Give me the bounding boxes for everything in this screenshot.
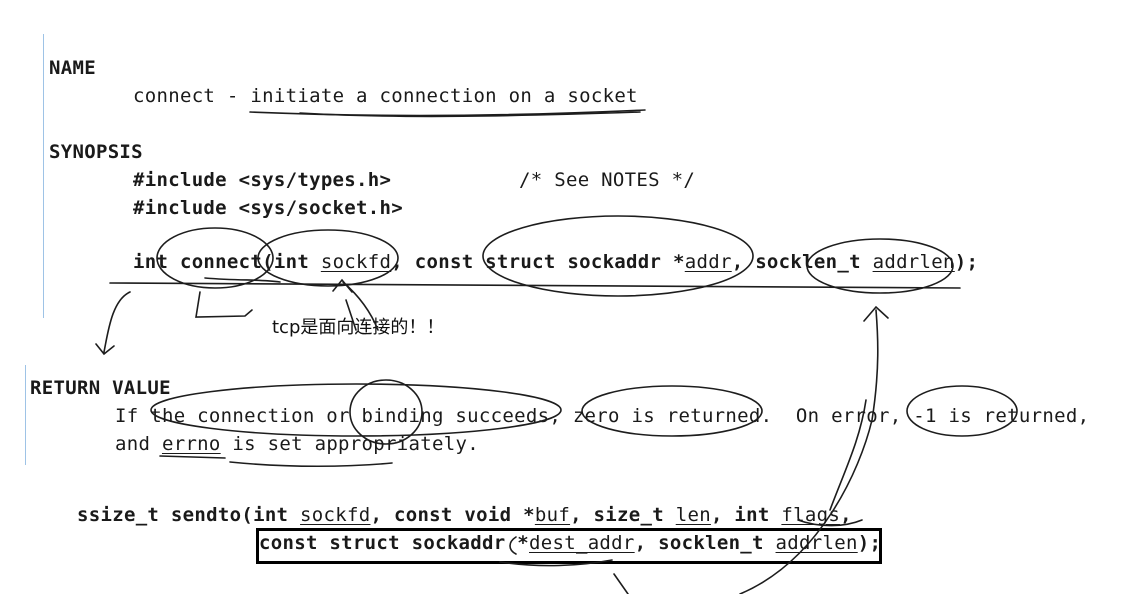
param-addrlen: addrlen — [872, 251, 955, 273]
return-value-heading: RETURN VALUE — [30, 377, 171, 399]
sendto-param-addrlen: addrlen — [775, 532, 858, 554]
arrow-left-down — [95, 291, 131, 356]
arrow-stroke-bottom — [613, 573, 629, 594]
sendto-part-5: , — [840, 504, 852, 526]
proto-part-1: int connect(int — [133, 251, 321, 273]
proto-part-2: , const struct sockaddr * — [391, 251, 685, 273]
underline-prototype-2 — [204, 277, 281, 283]
include-socket: #include <sys/socket.h> — [133, 197, 403, 219]
line2-prefix: and — [115, 433, 162, 455]
return-value-line-1: If the connection or binding succeeds, z… — [115, 405, 1090, 427]
handwritten-note-tcp: tcp是面向连接的！！ — [272, 317, 445, 338]
margin-guide-line-bottom — [25, 365, 26, 465]
underline-description-stroke-2 — [299, 111, 641, 118]
sendto-l2-part-3: ); — [857, 532, 882, 554]
connect-prototype: int connect(int sockfd, const struct soc… — [133, 250, 978, 274]
sendto-prototype-line-2: const struct sockaddr *dest_addr, sockle… — [259, 531, 881, 555]
sendto-prototype-line-1: ssize_t sendto(int sockfd, const void *b… — [77, 503, 852, 527]
include-comment: /* See NOTES */ — [519, 169, 696, 191]
sendto-part-4: , int — [710, 504, 782, 526]
sendto-param-sockfd: sockfd — [300, 504, 371, 526]
proto-part-4: ); — [954, 251, 979, 273]
errno-word: errno — [161, 433, 221, 455]
bracket-under-connect — [195, 291, 253, 318]
sendto-param-flags: flags — [781, 504, 841, 526]
command-description: initiate a connection on a socket — [250, 85, 638, 107]
sendto-param-buf: buf — [534, 504, 571, 526]
sendto-part-1: ssize_t sendto(int — [77, 504, 301, 526]
name-heading: NAME — [49, 57, 96, 79]
sendto-l2-part-2: , socklen_t — [634, 532, 776, 554]
sendto-param-len: len — [675, 504, 711, 526]
name-line: connect - initiate a connection on a soc… — [133, 84, 638, 108]
underline-prototype — [109, 282, 961, 289]
param-sockfd: sockfd — [320, 251, 392, 273]
margin-guide-line-top — [43, 34, 44, 318]
underline-description-stroke — [249, 109, 646, 117]
param-addr: addr — [684, 251, 732, 273]
name-dash: - — [215, 85, 251, 107]
underline-errno — [159, 455, 226, 459]
sendto-part-2: , const void * — [370, 504, 535, 526]
include-types: #include <sys/types.h> — [133, 169, 392, 191]
underline-set-appropriately — [229, 461, 393, 468]
proto-part-3: , socklen_t — [731, 251, 873, 273]
sendto-l2-part-1: const struct sockaddr * — [259, 532, 529, 554]
sendto-part-3: , size_t — [570, 504, 676, 526]
line2-suffix: is set appropriately. — [220, 433, 479, 455]
sendto-param-dest-addr: dest_addr — [529, 532, 635, 554]
synopsis-heading: SYNOPSIS — [49, 141, 143, 163]
command-name: connect — [133, 85, 216, 107]
return-value-line-2: and errno is set appropriately. — [115, 432, 479, 456]
